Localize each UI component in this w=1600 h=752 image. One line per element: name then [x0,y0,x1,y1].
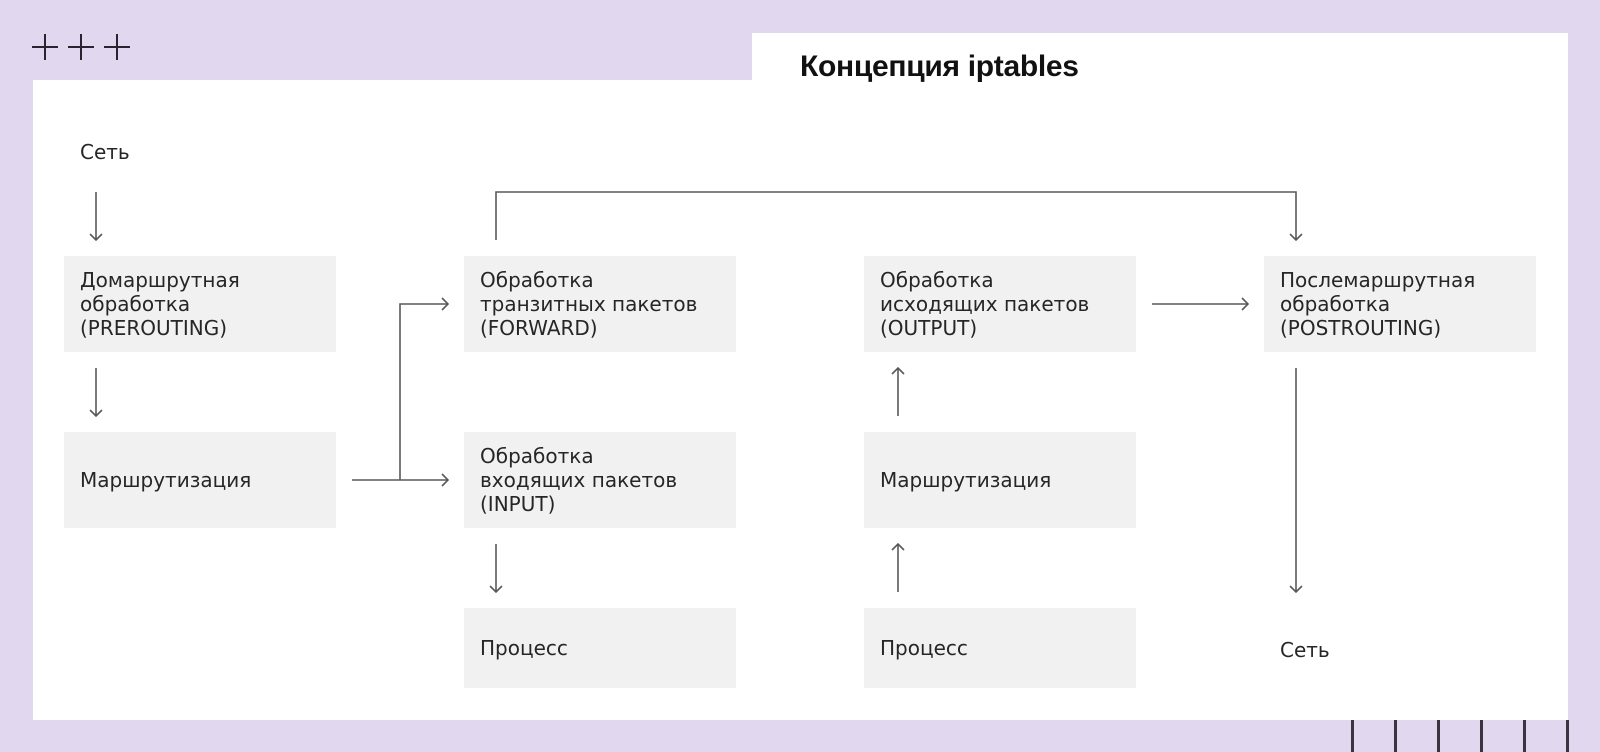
decor-tick [1394,720,1397,752]
decor-tick [1566,720,1569,752]
plus-icon [104,34,130,60]
arrow-right-icon [399,297,450,480]
output-box: Обработка исходящих пакетов (OUTPUT) [864,256,1136,352]
network-out-label: Сеть [1280,638,1330,662]
input-text: Обработка входящих пакетов (INPUT) [480,444,678,516]
postrouting-box: Послемаршрутная обработка (POSTROUTING) [1264,256,1536,352]
arrow-up-icon [891,366,905,416]
input-box: Обработка входящих пакетов (INPUT) [464,432,736,528]
prerouting-text: Домаршрутная обработка (PREROUTING) [80,268,240,340]
plus-icon [32,34,58,60]
routing-text-2: Маршрутизация [880,468,1052,492]
arrow-down-icon [89,192,103,242]
title-tab [752,33,1568,93]
page-title: Концепция iptables [800,50,1079,83]
process-text-2: Процесс [880,636,968,660]
routing-text-1: Маршрутизация [80,468,252,492]
process-text-1: Процесс [480,636,568,660]
output-text: Обработка исходящих пакетов (OUTPUT) [880,268,1090,340]
plus-icon [68,34,94,60]
decor-tick [1437,720,1440,752]
forward-text: Обработка транзитных пакетов (FORWARD) [480,268,698,340]
arrow-up-icon [891,542,905,592]
routing-box-2: Маршрутизация [864,432,1136,528]
arrow-right-icon [1152,297,1250,311]
decor-tick [1523,720,1526,752]
decor-tick [1480,720,1483,752]
forward-box: Обработка транзитных пакетов (FORWARD) [464,256,736,352]
arrow-down-icon [89,368,103,418]
decor-tick [1351,720,1354,752]
arrow-down-icon [1289,368,1303,594]
postrouting-text: Послемаршрутная обработка (POSTROUTING) [1280,268,1476,340]
diagram-panel [33,80,1568,720]
routing-box-1: Маршрутизация [64,432,336,528]
process-box-2: Процесс [864,608,1136,688]
arrow-down-icon [495,191,1303,242]
network-in-label: Сеть [80,140,130,164]
prerouting-box: Домаршрутная обработка (PREROUTING) [64,256,336,352]
process-box-1: Процесс [464,608,736,688]
arrow-down-icon [489,544,503,594]
